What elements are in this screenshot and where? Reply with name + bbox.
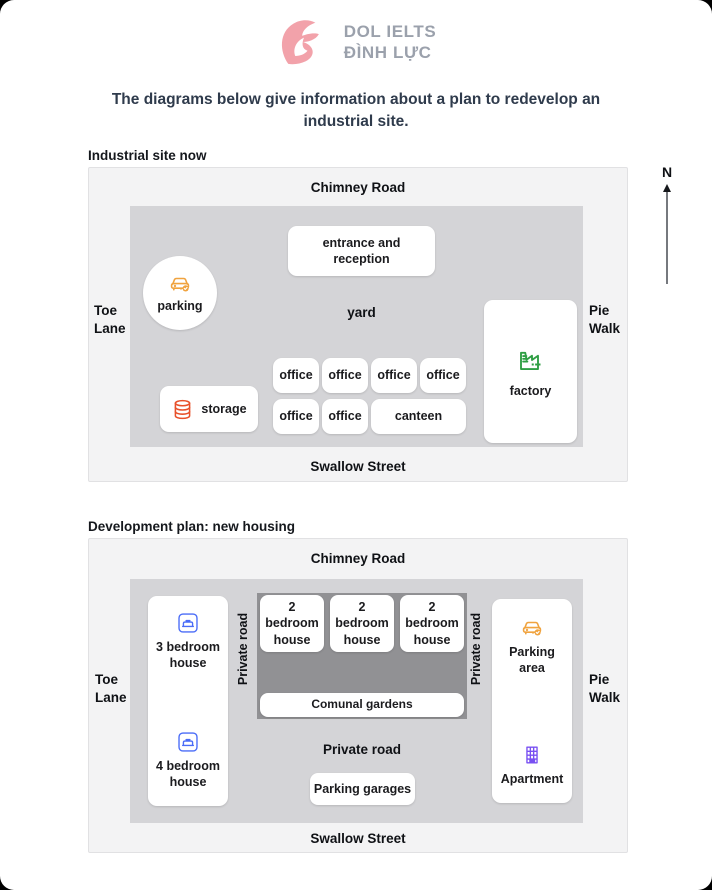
brand-logo: DOL IELTS ĐÌNH LỰC: [0, 16, 712, 68]
parking-area: Parking area: [496, 615, 568, 677]
dol-swoosh-icon: [281, 20, 319, 65]
four-bedroom-house: 4 bedroom house: [152, 731, 224, 791]
site-area-1: parking entrance and reception yard offi…: [130, 206, 583, 447]
page-title: The diagrams below give information abou…: [111, 91, 601, 131]
apartment: Apartment: [501, 744, 563, 787]
parking-label: parking: [157, 299, 203, 314]
toe-lane-label-1: Toe Lane: [94, 303, 126, 337]
two-bedroom-house-box: 2 bedroom house: [400, 595, 464, 652]
database-icon: [175, 399, 191, 419]
car-check-icon: [170, 278, 190, 292]
swallow-street-label-1: Swallow Street: [310, 459, 406, 474]
office-box: office: [371, 358, 417, 393]
storage-label: storage: [201, 401, 247, 416]
canteen-box: canteen: [371, 399, 466, 434]
east-block-box: Parking area Apartment: [492, 599, 572, 803]
private-road-left-label: Private road: [236, 612, 251, 686]
private-road-right-label: Private road: [469, 612, 484, 686]
factory-box: factory: [484, 300, 577, 443]
factory-label: factory: [509, 383, 552, 398]
diagram2: Chimney Road Toe Lane Pie Walk Swallow S…: [88, 538, 628, 853]
parking-garages-box: Parking garages: [310, 773, 415, 805]
toe-lane-label-2: Toe Lane: [95, 672, 127, 706]
brand-name: DOL IELTS ĐÌNH LỰC: [344, 21, 437, 64]
office-box: office: [273, 358, 319, 393]
factory-icon: [519, 351, 540, 370]
chimney-road-label-1: Chimney Road: [310, 180, 406, 195]
office-box: office: [322, 399, 368, 434]
yard-label: yard: [347, 305, 376, 320]
three-bedroom-house: 3 bedroom house: [152, 612, 224, 672]
communal-gardens-box: Comunal gardens: [260, 693, 464, 717]
two-bedroom-house-box: 2 bedroom house: [260, 595, 324, 652]
two-bedroom-house-box: 2 bedroom house: [330, 595, 394, 652]
brand-line1: DOL IELTS: [343, 21, 437, 41]
central-housing-block: 2 bedroom house 2 bedroom house 2 bedroo…: [257, 593, 467, 719]
swallow-street-label-2: Swallow Street: [310, 831, 406, 846]
site-area-2: 3 bedroom house 4 bedroom house Private …: [130, 579, 583, 823]
diagram2-heading: Development plan: new housing: [88, 519, 296, 534]
north-arrow-icon: [663, 184, 671, 192]
storage-box: storage: [160, 386, 258, 432]
diagram1: Chimney Road Toe Lane Pie Walk Swallow S…: [88, 167, 628, 482]
north-compass: N: [654, 164, 680, 284]
private-road-bottom-label: Private road: [322, 742, 402, 757]
apartment-building-icon: [526, 746, 538, 764]
chimney-road-label-2: Chimney Road: [310, 551, 406, 566]
office-box: office: [322, 358, 368, 393]
parking-zone: parking: [143, 256, 217, 330]
bed-icon: [178, 731, 198, 752]
entrance-reception-box: entrance and reception: [288, 226, 435, 276]
pie-walk-label-2: Pie Walk: [589, 672, 621, 706]
office-box: office: [273, 399, 319, 434]
bed-icon: [178, 613, 198, 633]
pie-walk-label-1: Pie Walk: [589, 303, 621, 337]
office-box: office: [420, 358, 466, 393]
north-label: N: [661, 164, 673, 180]
diagram1-heading: Industrial site now: [88, 148, 207, 163]
west-houses-box: 3 bedroom house 4 bedroom house: [148, 596, 228, 806]
north-arrow-shaft: [666, 192, 668, 284]
brand-line2: ĐÌNH LỰC: [343, 43, 432, 62]
car-check-icon: [522, 621, 542, 636]
